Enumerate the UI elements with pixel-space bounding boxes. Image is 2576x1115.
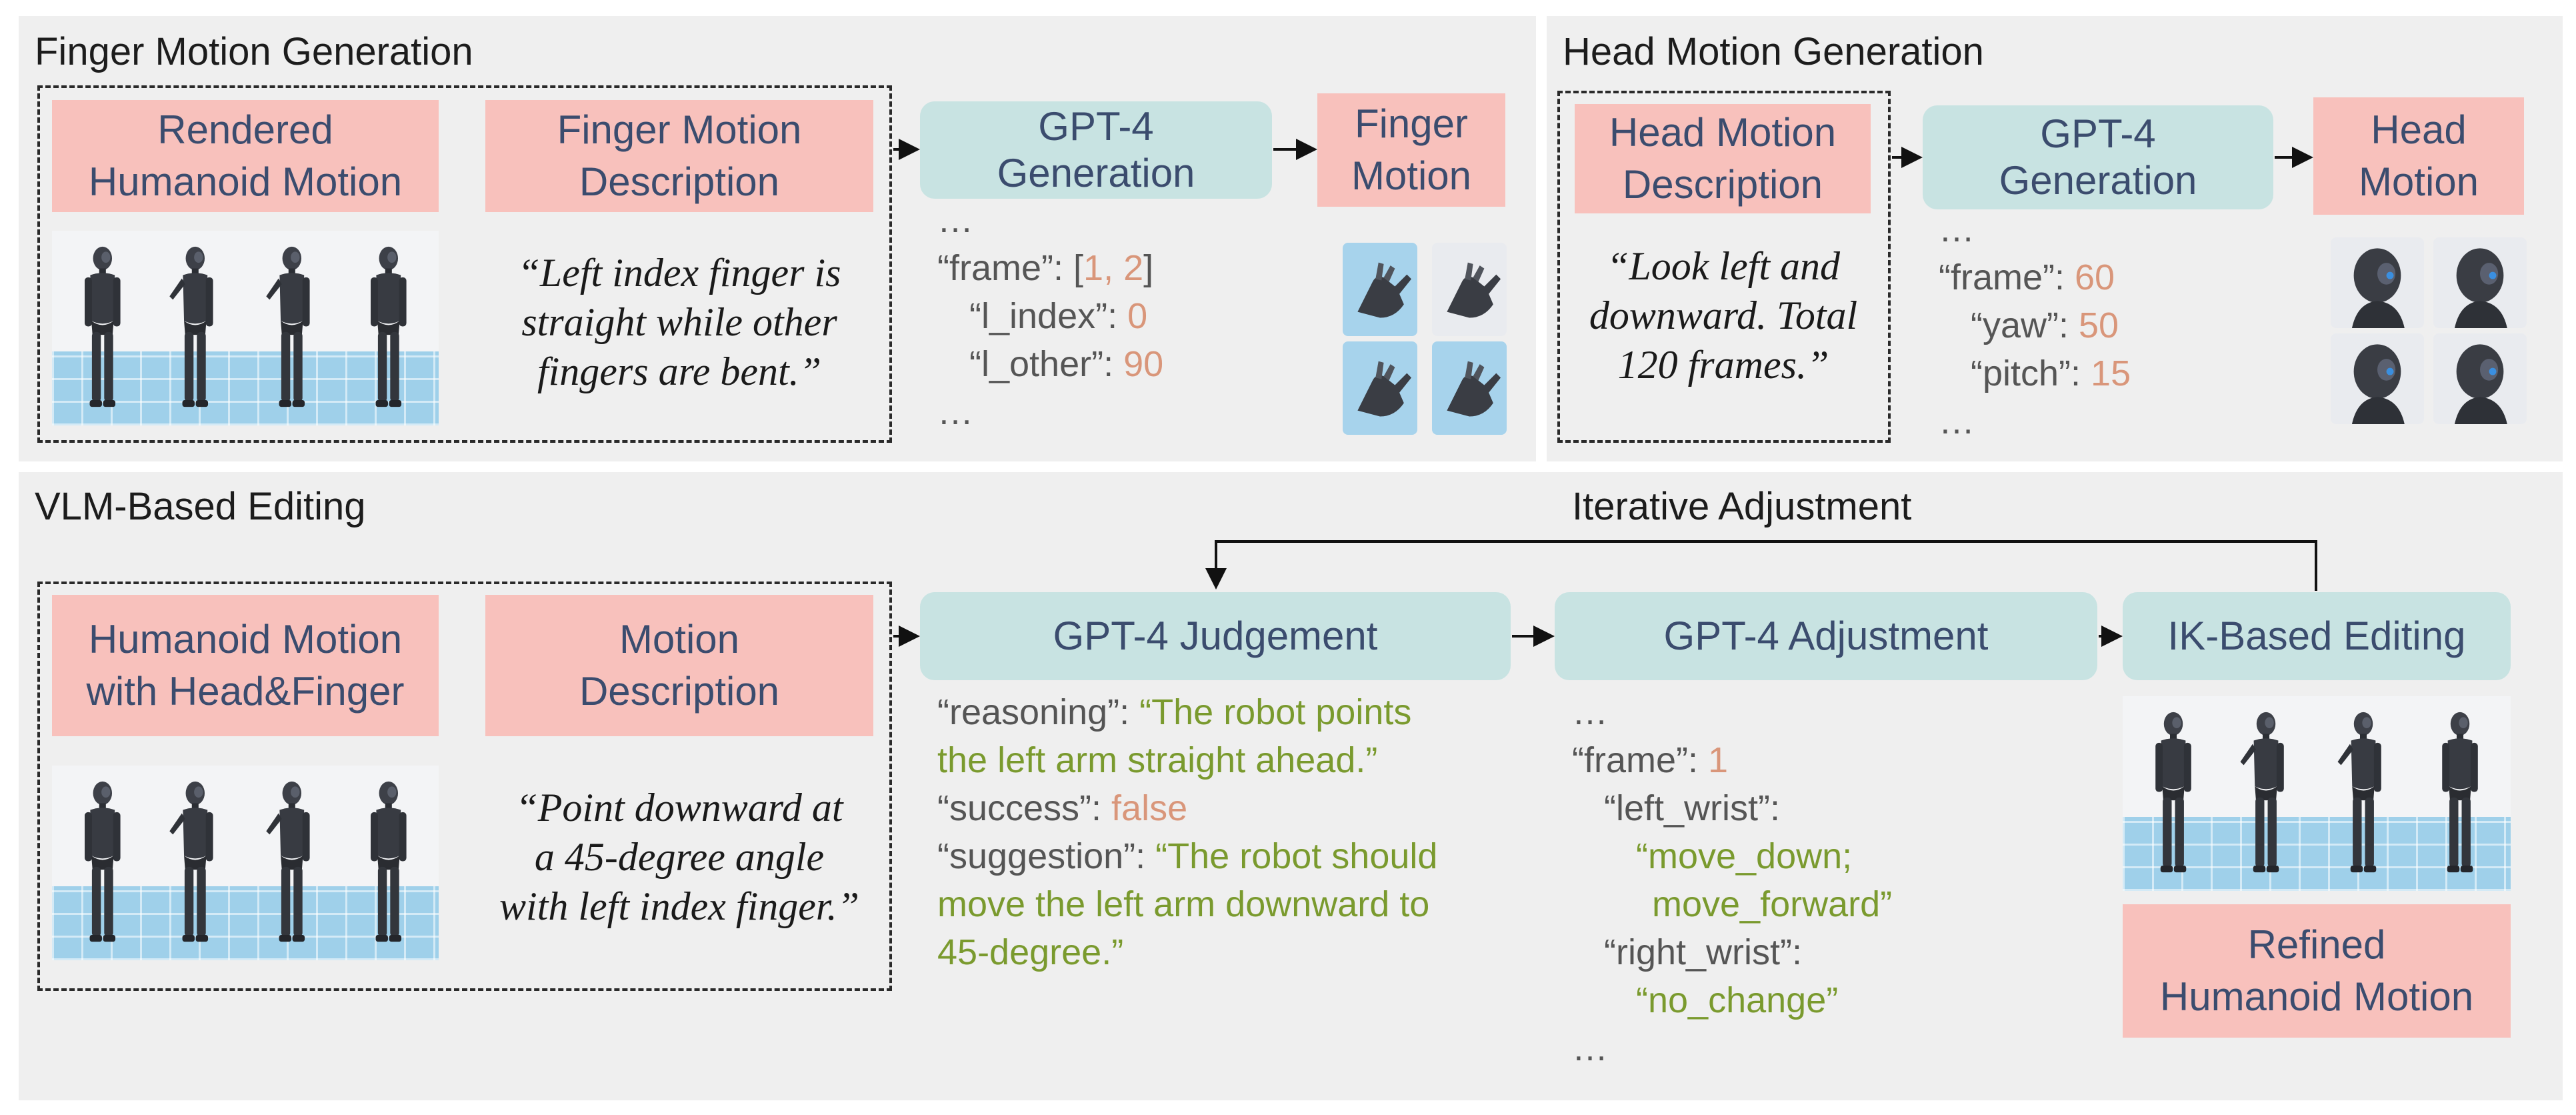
- head-motion-output-box: Head Motion: [2313, 97, 2524, 215]
- finger-pose-thumbnail: [1432, 243, 1507, 336]
- finger-pose-thumbnail: [1343, 243, 1417, 336]
- head-json-output: … “frame”: 60 “yaw”: 50 “pitch”: 15 …: [1939, 205, 2131, 445]
- code-line-right-wrist-val: “no_change”: [1636, 980, 1839, 1020]
- iterative-adjustment-label: Iterative Adjustment: [1572, 485, 1912, 528]
- head-motion-description-box: Head Motion Description: [1575, 104, 1871, 213]
- gpt4-adjustment-box: GPT-4 Adjustment: [1555, 592, 2097, 680]
- code-line-suggestion-cont: 45-degree.”: [937, 932, 1124, 972]
- vlm-input-group: [37, 582, 892, 991]
- code-line-right-wrist: “right_wrist”:: [1604, 932, 1803, 972]
- code-line-suggestion: “suggestion”: “The robot should: [937, 836, 1438, 876]
- rendered-motion-frames: [52, 231, 439, 425]
- motion-description-box: Motion Description: [485, 595, 873, 736]
- code-ellipsis: …: [1939, 209, 1975, 249]
- code-line-frame: “frame”: 1: [1572, 740, 1729, 780]
- code-line-success: “success”: false: [937, 788, 1188, 828]
- code-ellipsis: …: [937, 200, 973, 240]
- finger-motion-description-box: Finger Motion Description: [485, 100, 873, 212]
- gpt4-judgement-box: GPT-4 Judgement: [920, 592, 1511, 680]
- head-description-quote: “Look left and downward. Total 120 frame…: [1589, 244, 1858, 387]
- code-line-yaw: “yaw”: 50: [1971, 305, 2119, 345]
- rendered-humanoid-motion-box: Rendered Humanoid Motion: [52, 100, 439, 212]
- head-pose-thumbnail: [2433, 333, 2527, 424]
- ik-based-editing-box: IK-Based Editing: [2123, 592, 2511, 680]
- code-ellipsis: …: [937, 392, 973, 432]
- vlm-editing-panel: VLM-Based Editing Iterative Adjustment H…: [19, 472, 2563, 1100]
- vlm-panel-title: VLM-Based Editing: [35, 485, 366, 528]
- head-panel-title: Head Motion Generation: [1563, 30, 1984, 73]
- arrow-iterative-loop: [1205, 540, 2317, 591]
- head-pose-thumbnail: [2433, 237, 2527, 328]
- code-line-l-other: “l_other”: 90: [969, 344, 1164, 384]
- adjustment-json-output: … “frame”: 1 “left_wrist”: “move_down; m…: [1572, 688, 1892, 1072]
- finger-gpt4-generation-box: GPT-4 Generation: [920, 101, 1272, 199]
- code-line-left-wrist: “left_wrist”:: [1604, 788, 1781, 828]
- finger-panel-title: Finger Motion Generation: [35, 30, 473, 73]
- code-line-frame: “frame”: 60: [1939, 257, 2115, 297]
- head-gpt4-generation-box: GPT-4 Generation: [1923, 105, 2273, 209]
- finger-motion-output-box: Finger Motion: [1317, 93, 1505, 207]
- head-input-group: [1557, 91, 1891, 443]
- floor-grid: [52, 886, 439, 960]
- finger-description-quote: “Left index finger is straight while oth…: [517, 251, 841, 393]
- floor-grid: [52, 351, 439, 425]
- head-motion-panel: Head Motion Generation Head Motion Descr…: [1547, 16, 2563, 461]
- finger-motion-panel: Finger Motion Generation Rendered Humano…: [19, 16, 1536, 461]
- code-line-reasoning-cont: the left arm straight ahead.”: [937, 740, 1378, 780]
- refined-humanoid-motion-box: Refined Humanoid Motion: [2123, 904, 2511, 1038]
- code-line-suggestion-cont: move the left arm downward to: [937, 884, 1430, 924]
- head-pose-thumbnail: [2331, 333, 2424, 424]
- motion-description-quote: “Point downward at a 45-degree angle wit…: [499, 786, 859, 928]
- code-line-pitch: “pitch”: 15: [1971, 353, 2131, 393]
- finger-pose-thumbnail: [1343, 341, 1417, 435]
- code-ellipsis: …: [1939, 401, 1975, 441]
- finger-input-group: [37, 85, 892, 443]
- code-line-left-wrist-val: move_forward”: [1652, 884, 1893, 924]
- humanoid-motion-head-finger-box: Humanoid Motion with Head&Finger: [52, 595, 439, 736]
- code-ellipsis: …: [1572, 692, 1608, 732]
- finger-json-output: … “frame”: [1, 2] “l_index”: 0 “l_other”…: [937, 196, 1163, 436]
- finger-pose-thumbnail: [1432, 341, 1507, 435]
- code-line-l-index: “l_index”: 0: [969, 296, 1148, 336]
- code-ellipsis: …: [1572, 1028, 1608, 1068]
- code-line-left-wrist-val: “move_down;: [1636, 836, 1853, 876]
- edited-motion-frames: [2123, 696, 2511, 891]
- floor-grid: [2123, 817, 2511, 891]
- head-pose-thumbnail: [2331, 237, 2424, 328]
- code-line-reasoning: “reasoning”: “The robot points: [937, 692, 1412, 732]
- judgement-json-output: “reasoning”: “The robot points the left …: [937, 688, 1437, 976]
- humanoid-motion-frames: [52, 766, 439, 960]
- code-line-frame: “frame”: [1, 2]: [937, 248, 1154, 288]
